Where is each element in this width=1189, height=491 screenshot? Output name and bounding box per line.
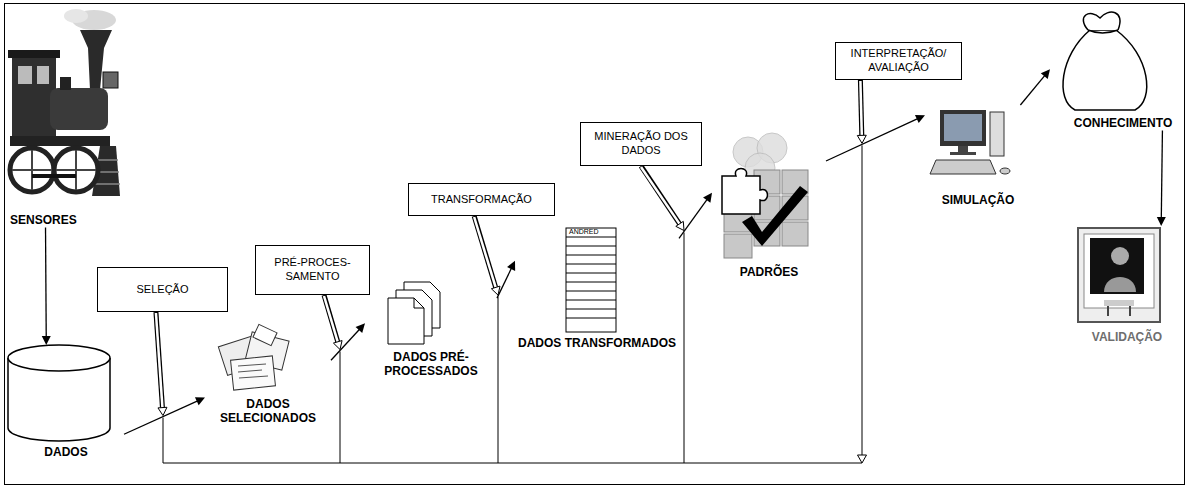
feedback-lines	[163, 145, 867, 463]
leader-inner	[324, 296, 338, 342]
leader-outline	[156, 312, 163, 408]
knowledge-stage: CONHECIMENTO	[1050, 8, 1189, 130]
feedback-line	[163, 418, 164, 463]
feedback-line	[684, 233, 685, 463]
leader-outline	[641, 166, 680, 224]
leader-inner	[474, 217, 496, 287]
flow-arrow	[42, 227, 51, 345]
arrow-line	[1020, 75, 1045, 105]
patterns-icon	[722, 133, 808, 258]
diagram-frame	[5, 4, 1185, 485]
data-store: DADOS	[8, 345, 124, 459]
sensor-source: SENSORES	[8, 8, 142, 227]
arrow-line	[1161, 130, 1162, 218]
flow-arrow	[1157, 130, 1166, 226]
leader-outline	[860, 80, 861, 135]
locomotive-illustration	[8, 9, 120, 196]
validation-picture-icon	[1078, 228, 1160, 322]
arrow-head	[1041, 69, 1050, 79]
table-icon	[566, 228, 616, 332]
document-icon	[388, 282, 440, 344]
arrow-line	[826, 119, 918, 161]
flow-arrow	[679, 193, 712, 239]
process-box: MINERAÇÃO DOS DADOS	[580, 122, 702, 166]
hollow-arrow-head	[158, 407, 167, 415]
leader-inner	[860, 81, 861, 135]
step-label: MINERAÇÃO DOS DADOS	[587, 130, 695, 158]
leader-line	[857, 80, 866, 143]
stage-label: DADOS TRANSFORMADOS	[515, 336, 679, 350]
feedback-line	[340, 352, 341, 464]
flow-arrow	[497, 261, 515, 298]
stage-label: DADOS PRÉ- PROCESSADOS	[365, 350, 497, 379]
arrow-head	[703, 193, 712, 203]
hollow-arrow-head	[333, 341, 342, 350]
stage-label: DADOS	[8, 445, 124, 459]
validation-stage: VALIDAÇÃO	[1070, 226, 1184, 344]
leader-inner	[641, 167, 680, 224]
leader-line	[156, 312, 167, 416]
hollow-arrow-head	[857, 135, 866, 143]
arrow-head	[42, 336, 51, 345]
stage-label: VALIDAÇÃO	[1070, 330, 1184, 344]
feedback-line	[862, 145, 863, 455]
feedback-line	[163, 463, 862, 464]
simulation-stage: SIMULAÇÃO	[925, 105, 1031, 207]
table-header-text: ANDRED	[569, 228, 599, 236]
computer-icon	[930, 110, 1010, 174]
step-label: TRANSFORMAÇÃO	[431, 193, 532, 207]
step-label: PRÉ-PROCES- SAMENTO	[262, 256, 363, 284]
stage-label: SENSORES	[8, 213, 142, 227]
leader-outline	[474, 216, 496, 287]
feedback-line	[498, 297, 499, 463]
data-stage: DADOS PRÉ- PROCESSADOS	[365, 278, 497, 379]
process-box: PRÉ-PROCES- SAMENTO	[255, 245, 370, 295]
leader-inner	[156, 313, 163, 408]
arrow-line	[45, 227, 47, 337]
arrow-head	[1157, 217, 1166, 226]
process-box: INTERPRETAÇÃO/ AVALIAÇÃO	[835, 42, 962, 80]
leader-line	[641, 166, 684, 231]
knowledge-bag-icon	[1063, 12, 1147, 110]
process-box: SELEÇÃO	[97, 267, 228, 312]
leader-line	[324, 295, 342, 350]
arrow-line	[497, 268, 512, 298]
stage-label: PADRÕES	[712, 265, 826, 279]
paper-stack-icon	[218, 324, 289, 390]
step-label: INTERPRETAÇÃO/ AVALIAÇÃO	[842, 47, 955, 75]
flow-arrow	[1020, 69, 1050, 105]
flow-arrow	[826, 115, 925, 161]
data-stage: DADOS TRANSFORMADOS	[515, 226, 679, 350]
arrow-line	[679, 199, 707, 238]
step-label: SELEÇÃO	[137, 283, 189, 297]
hollow-arrow-head	[858, 455, 867, 463]
stage-label: DADOS SELECIONADOS	[205, 397, 331, 426]
leader-outline	[324, 295, 338, 342]
process-box: TRANSFORMAÇÃO	[408, 183, 555, 216]
stage-label: SIMULAÇÃO	[925, 193, 1031, 207]
hollow-arrow-head	[676, 221, 684, 230]
database-cylinder	[8, 345, 110, 441]
hollow-arrow-head	[491, 286, 500, 295]
stage-label: CONHECIMENTO	[1050, 116, 1189, 130]
patterns-stage: PADRÕES	[712, 135, 826, 279]
data-stage: DADOS SELECIONADOS	[205, 325, 331, 426]
leader-line	[474, 216, 500, 295]
